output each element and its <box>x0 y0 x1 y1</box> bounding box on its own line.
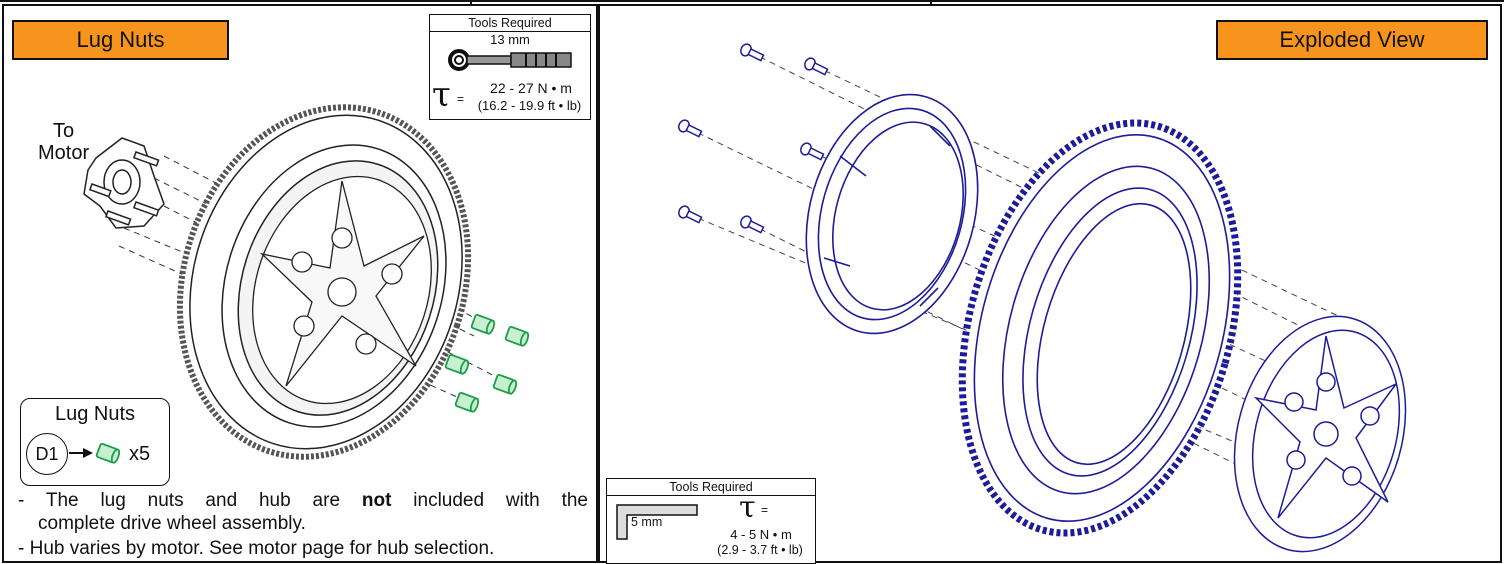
note1-bold: not <box>361 490 392 511</box>
lug-nuts-panel: Lug Nuts Tools Required 13 mm τ = 22 - 2… <box>2 4 598 563</box>
to-motor-line2: Motor <box>38 142 90 164</box>
tool-size-label: 13 mm <box>490 32 530 47</box>
note-not-included: - The lug nuts and hub are not included … <box>18 490 588 512</box>
hex-key-icon <box>616 504 698 540</box>
note1-text: - The lug nuts and hub are <box>18 490 362 511</box>
torque-equals: = <box>761 503 769 517</box>
hex-key-size-label: 5 mm <box>631 515 663 529</box>
to-motor-label: To Motor <box>38 120 89 164</box>
rim-half <box>805 93 979 335</box>
socket-wrench-icon <box>448 49 572 71</box>
exploded-tire <box>958 119 1242 537</box>
top-divider-tick <box>470 0 472 6</box>
legend-title: Lug Nuts <box>54 403 136 425</box>
callout-d1: D1 <box>26 433 68 475</box>
top-divider-tick <box>930 0 932 6</box>
lug-nuts-title: Lug Nuts <box>12 20 229 60</box>
lug-nuts <box>444 314 530 413</box>
note1-text-end: included with the <box>391 490 588 511</box>
torque-nm-value: 22 - 27 N • m <box>490 80 572 96</box>
lug-nuts-legend: Lug Nuts D1 x5 <box>20 398 170 486</box>
torque-equals: = <box>457 92 465 106</box>
torque-icon: τ <box>739 490 756 525</box>
tools-required-box-5mm: Tools Required 5 mm τ = 4 - 5 N • m (2.9… <box>606 478 816 564</box>
exploded-wheel-diagram <box>678 43 1407 553</box>
arrow-to-lug-nut-icon <box>69 443 121 464</box>
exploded-view-panel: Exploded View <box>598 4 1502 564</box>
note-hub-varies: - Hub varies by motor. See motor page fo… <box>18 538 495 559</box>
to-motor-line1: To <box>53 120 75 142</box>
exploded-view-title: Exploded View <box>1216 20 1488 60</box>
motor-hub <box>83 137 165 229</box>
torque-nm-value: 4 - 5 N • m <box>730 527 792 542</box>
drive-wheel-diagram <box>83 104 530 460</box>
tools-required-header: Tools Required <box>607 479 815 496</box>
tools-required-header: Tools Required <box>430 15 590 32</box>
hub-cap <box>252 175 432 405</box>
screw-icons <box>678 43 829 234</box>
top-border <box>0 0 1504 7</box>
exploded-hub-cap <box>1233 315 1407 553</box>
note-not-included-line2: complete drive wheel assembly. <box>38 513 306 534</box>
torque-ftlb-value: (2.9 - 3.7 ft • lb) <box>717 543 803 557</box>
torque-ftlb-value: (16.2 - 19.9 ft • lb) <box>477 98 582 113</box>
lug-nut-quantity: x5 <box>129 443 151 465</box>
torque-icon: τ <box>432 75 451 115</box>
tools-required-box-13mm: Tools Required 13 mm τ = 22 - 27 N • m (… <box>429 14 591 120</box>
